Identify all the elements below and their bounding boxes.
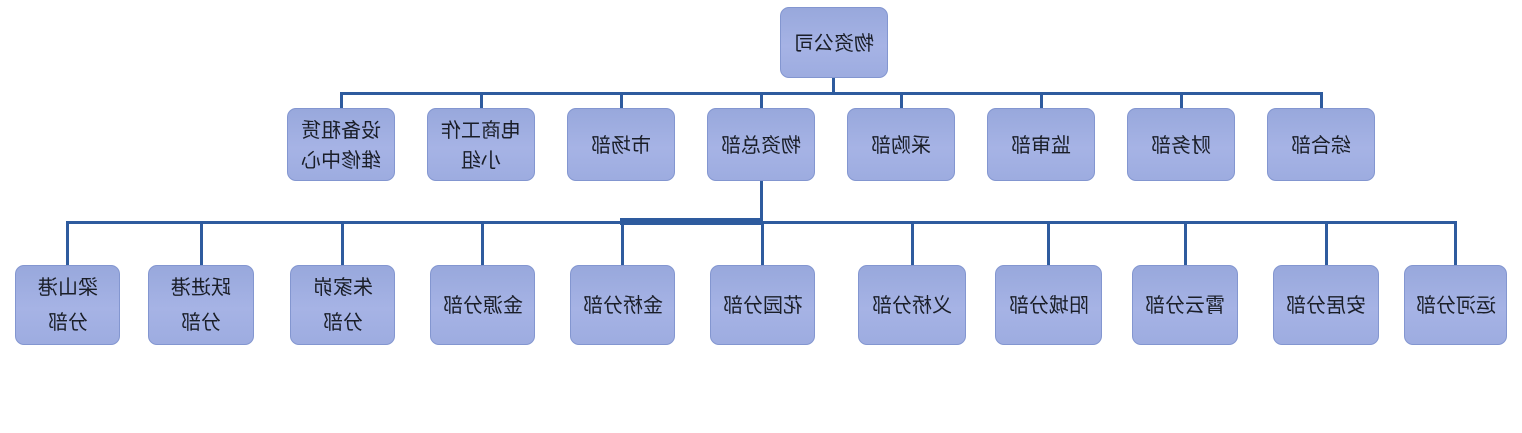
org-node-equipment-rental-center: 设备租赁 维修中心: [287, 108, 395, 181]
org-node-yangcheng-branch: 阳城分部: [995, 265, 1102, 345]
org-node-company: 物资公司: [780, 7, 888, 78]
connector-drop: [1184, 221, 1187, 265]
org-node-label: 义桥分部: [872, 292, 952, 317]
org-node-label: 市场部: [591, 132, 651, 157]
org-node-yunhe-branch: 运河分部: [1404, 265, 1507, 345]
connector-drop: [911, 221, 914, 265]
connector-hq-stub: [760, 181, 763, 222]
org-node-label: 财务部: [1151, 132, 1211, 157]
org-node-label: 安居分部: [1286, 292, 1366, 317]
org-node-yiqiao-branch: 义桥分部: [858, 265, 966, 345]
connector-level3-bus-thick-segment: [620, 218, 763, 225]
org-node-label: 物资总部: [721, 132, 801, 157]
connector-drop: [1454, 221, 1457, 265]
connector-drop: [1325, 221, 1328, 265]
org-node-label: 朱家峁 分部: [312, 275, 373, 334]
org-node-zhujiamao-branch: 朱家峁 分部: [290, 265, 395, 345]
org-node-materials-hq: 物资总部: [707, 108, 815, 181]
org-node-jinyuan-branch: 金源分部: [430, 265, 535, 345]
org-node-purchasing-dept: 采购部: [847, 108, 955, 181]
org-node-anju-branch: 安居分部: [1273, 265, 1379, 345]
org-node-liangshan-port-branch: 梁山港 分部: [15, 265, 120, 345]
org-node-yuejin-port-branch: 跃进港 分部: [148, 265, 254, 345]
org-node-label: 监审部: [1011, 132, 1071, 157]
org-node-label: 阳城分部: [1008, 292, 1089, 317]
org-node-label: 金桥分部: [582, 292, 663, 317]
connector-root-stub: [832, 78, 835, 93]
org-node-label: 跃进港 分部: [171, 275, 231, 334]
org-node-finance-dept: 财务部: [1127, 108, 1235, 181]
connector-level2-bus: [340, 92, 1323, 95]
org-node-huayuan-branch: 花园分部: [710, 265, 815, 345]
org-node-ecommerce-workgroup: 电商工作 小组: [427, 108, 535, 181]
connector-drop: [760, 92, 763, 108]
connector-drop: [481, 221, 484, 265]
connector-drop: [1180, 92, 1183, 108]
connector-drop: [1320, 92, 1323, 108]
org-node-label: 电商工作 小组: [441, 117, 521, 172]
connector-drop: [620, 92, 623, 108]
connector-drop: [340, 92, 343, 108]
org-node-label: 运河分部: [1415, 292, 1496, 317]
connector-drop: [621, 221, 624, 265]
org-node-label: 金源分部: [442, 292, 523, 317]
org-node-label: 采购部: [871, 132, 931, 157]
org-node-label: 综合部: [1291, 132, 1351, 157]
org-node-label: 物资公司: [794, 30, 874, 55]
connector-drop: [480, 92, 483, 108]
org-node-label: 设备租赁 维修中心: [301, 117, 381, 172]
org-node-xiaoyun-branch: 霄云分部: [1132, 265, 1238, 345]
org-node-general-affairs-dept: 综合部: [1267, 108, 1375, 181]
connector-drop: [900, 92, 903, 108]
org-node-label: 霄云分部: [1145, 292, 1225, 317]
org-node-jinqiao-branch: 金桥分部: [570, 265, 675, 345]
connector-drop: [1040, 92, 1043, 108]
org-node-label: 花园分部: [722, 292, 803, 317]
org-node-supervision-audit-dept: 监审部: [987, 108, 1095, 181]
connector-drop: [341, 221, 344, 265]
connector-drop: [761, 221, 764, 265]
org-node-label: 梁山港 分部: [37, 275, 98, 334]
connector-drop: [200, 221, 203, 265]
connector-drop: [66, 221, 69, 265]
org-node-marketing-dept: 市场部: [567, 108, 675, 181]
connector-drop: [1047, 221, 1050, 265]
